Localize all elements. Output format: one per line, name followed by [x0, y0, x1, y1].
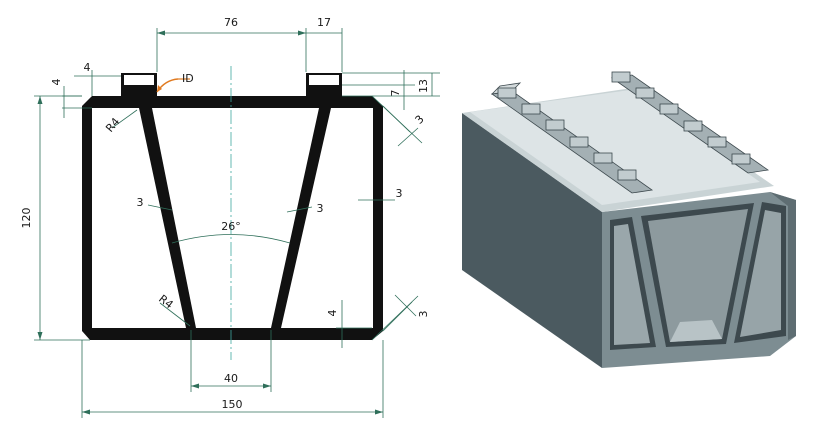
- dim-left-offset: 4: [84, 61, 91, 74]
- dim-overall-width: 150: [222, 398, 243, 411]
- dim-bottom-step: 4: [326, 310, 339, 317]
- profile-chamber-center: [152, 108, 319, 328]
- dim-angle: 26°: [221, 220, 241, 233]
- dim-chamfer-bottom: 3: [417, 311, 430, 318]
- dim-left-step: 4: [50, 79, 63, 86]
- callout-id: ID: [182, 72, 194, 85]
- slot-right-inner: [309, 75, 339, 85]
- dim-slot-width: 17: [317, 16, 331, 29]
- dim-top-span: 76: [224, 16, 238, 29]
- dim-web-left: 3: [137, 196, 144, 209]
- dim-overall-height: 120: [20, 208, 33, 229]
- profile-chamber-right: [281, 108, 373, 328]
- dim-wall-right: 3: [396, 187, 403, 200]
- profile-chamber-left: [92, 108, 186, 328]
- dimensions: 76 17 4 4 13 7 3 120: [20, 16, 440, 418]
- isometric-view: [462, 71, 796, 368]
- dim-height-inner: 7: [389, 90, 402, 97]
- iso-rail-right: [610, 71, 770, 174]
- iso-side-left: [462, 113, 602, 368]
- dim-web-right: 3: [317, 202, 324, 215]
- dim-height-total: 13: [417, 79, 430, 93]
- slot-left-inner: [124, 75, 154, 85]
- dim-chamfer-top: 3: [413, 113, 427, 127]
- section-view: [82, 66, 383, 360]
- iso-rail-left: [490, 82, 654, 194]
- dim-bottom-gap: 40: [224, 372, 238, 385]
